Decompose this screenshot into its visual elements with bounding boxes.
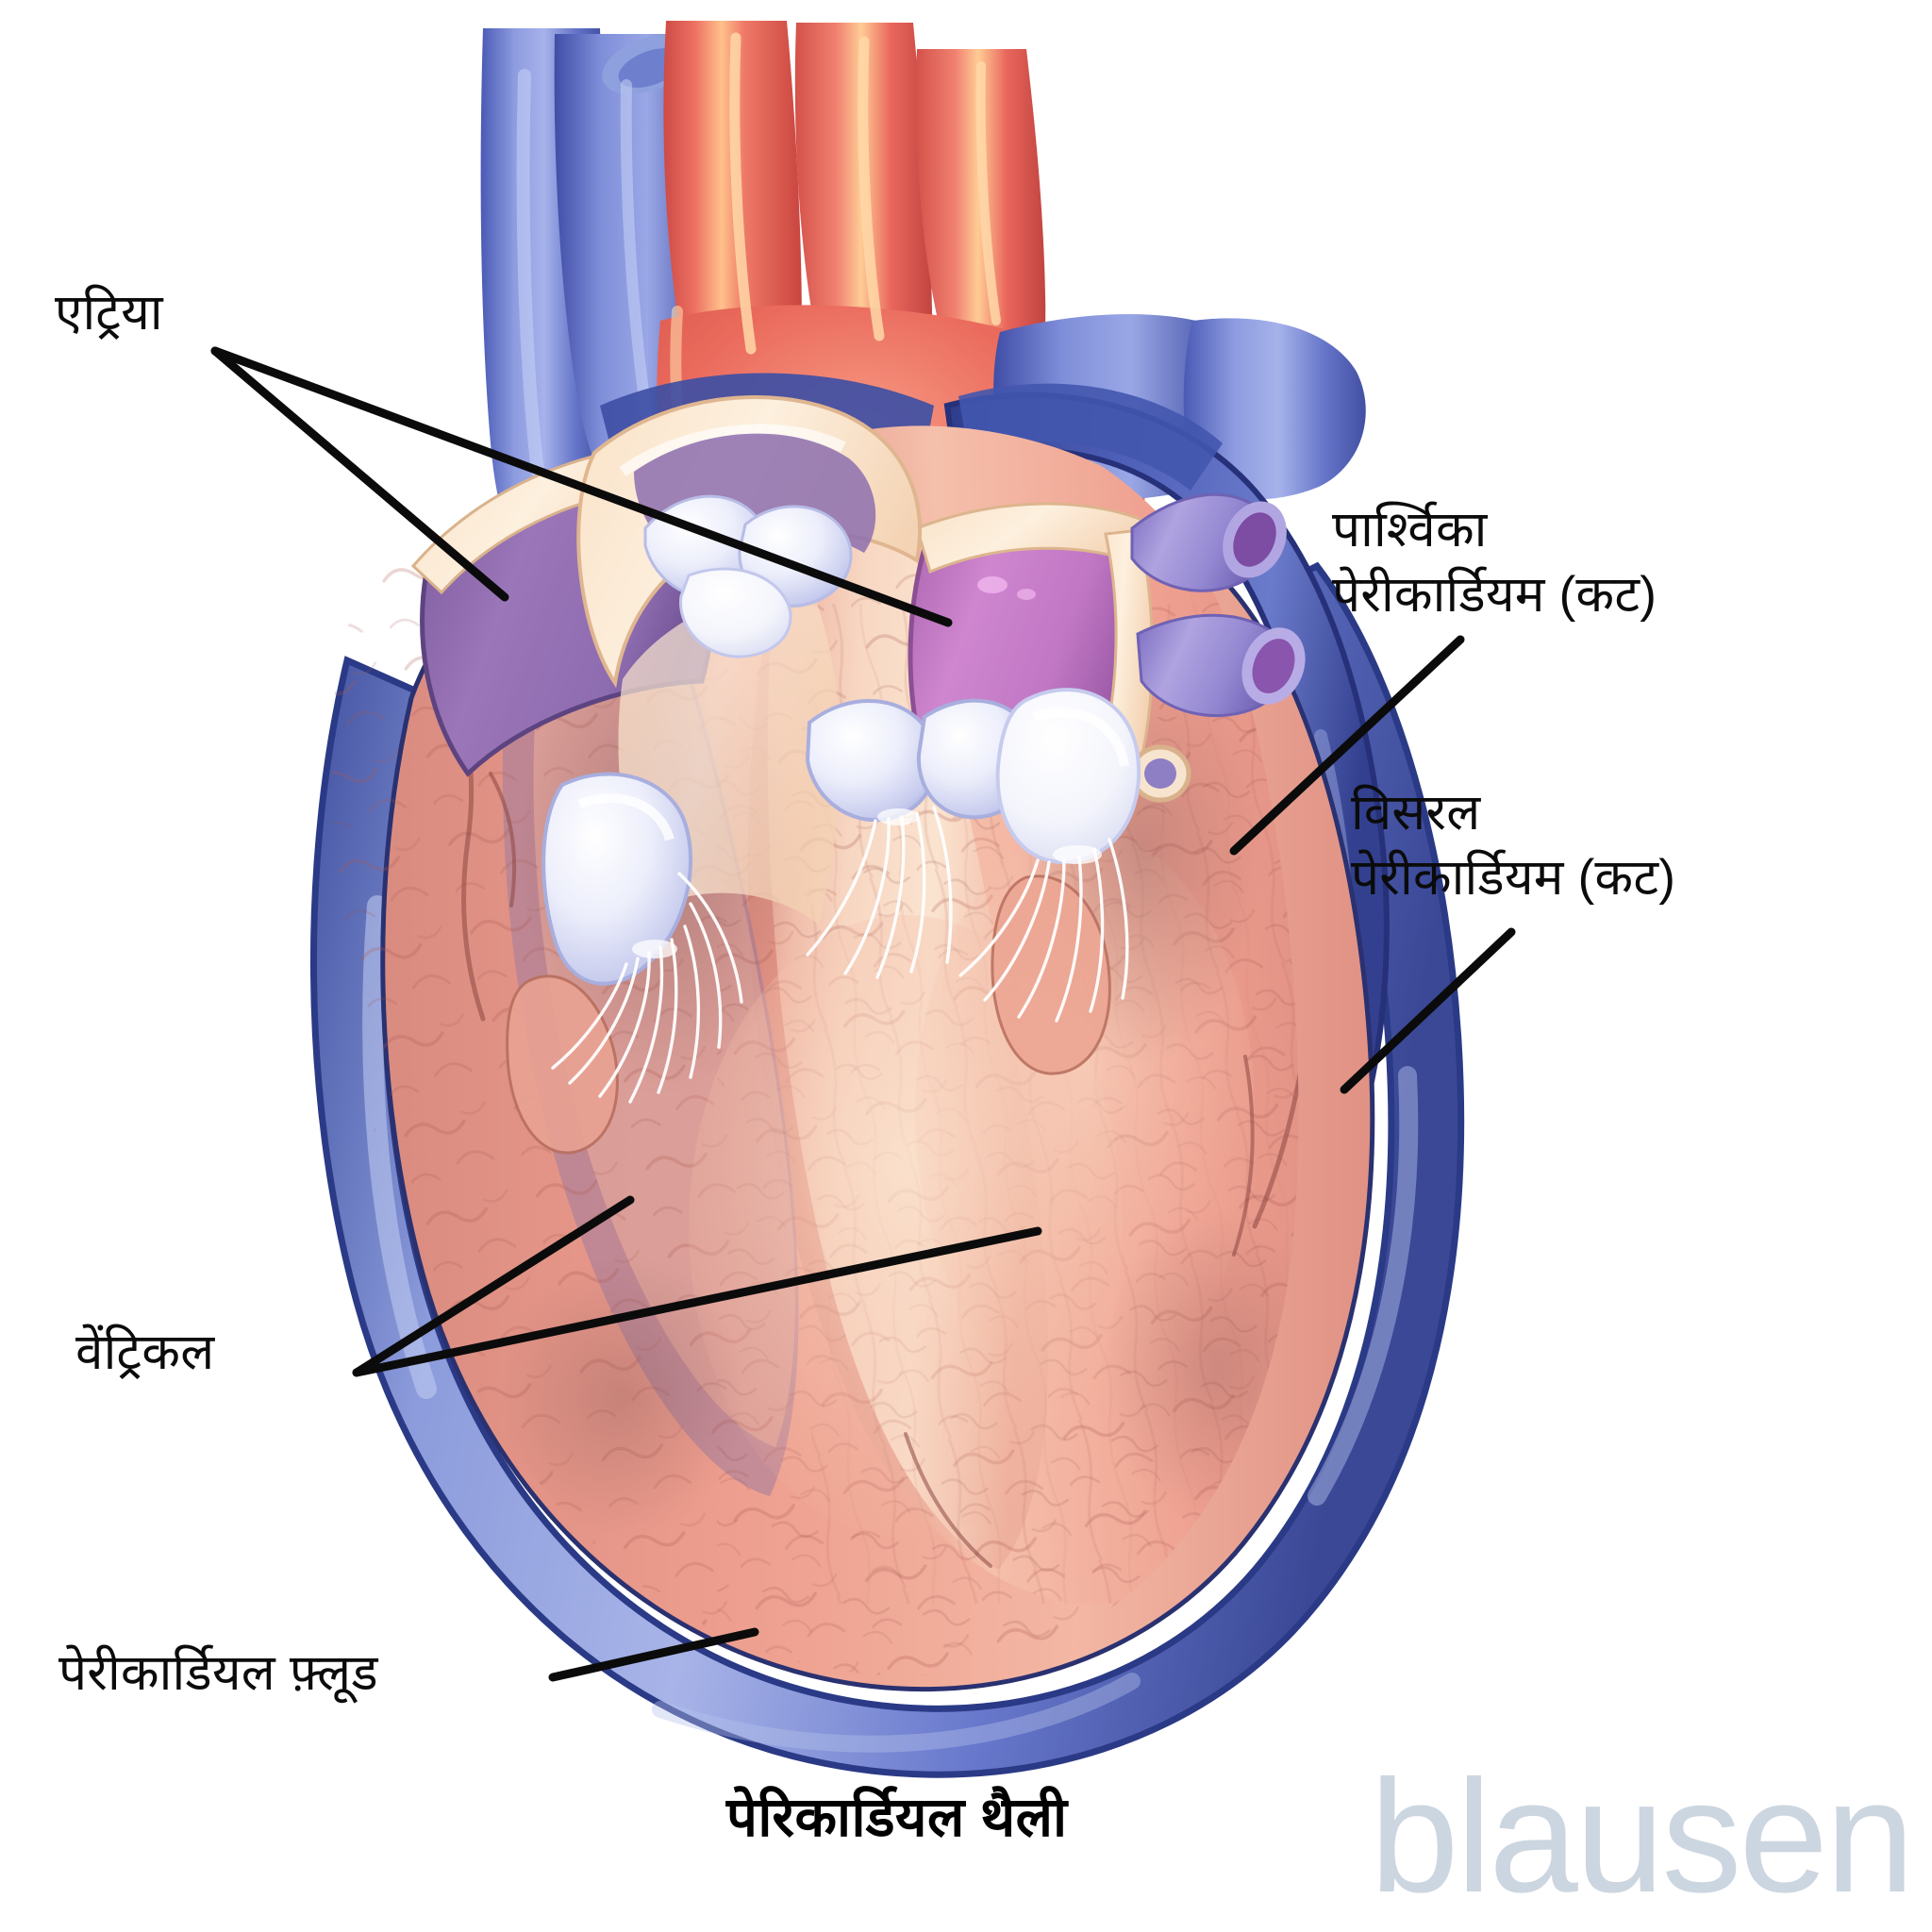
aortic-outflow-group — [576, 395, 922, 924]
leader-line-fluid — [548, 1627, 759, 1682]
leader-line-ventricle-upper — [352, 1195, 635, 1377]
blausen-watermark: blausen — [1370, 1747, 1914, 1926]
papillary-muscle-left — [506, 974, 619, 1155]
leader-line-atria-right — [210, 346, 953, 627]
label-atria: एट्रिया — [55, 285, 163, 341]
label-pericardial-fluid: पेरीकार्डियल फ़्लूड — [58, 1645, 378, 1701]
label-ventricles: वेंट्रिकल — [75, 1324, 215, 1380]
label-parietal-pericardium: पार्श्विका पेरीकार्डियम (कट) — [1332, 502, 1657, 623]
leader-line-atria-left — [210, 346, 509, 602]
aortic-valve-cusp-3 — [679, 567, 792, 658]
vena-cava-right-extension — [1183, 318, 1366, 500]
leader-line-parietal — [1229, 635, 1465, 856]
mitral-valve-leaflet — [541, 772, 693, 986]
chordae-tendineae — [551, 806, 1129, 1104]
leader-lines-group — [210, 346, 1516, 1682]
label-visceral-pericardium: विसरल पेरीकार्डियम (कट) — [1351, 785, 1676, 906]
valves-group — [541, 688, 1141, 1104]
leader-line-visceral — [1340, 927, 1516, 1094]
figure-title: पेरिकार्डियल थैली — [726, 1787, 1068, 1848]
leader-line-ventricle-lower — [352, 1226, 1042, 1377]
